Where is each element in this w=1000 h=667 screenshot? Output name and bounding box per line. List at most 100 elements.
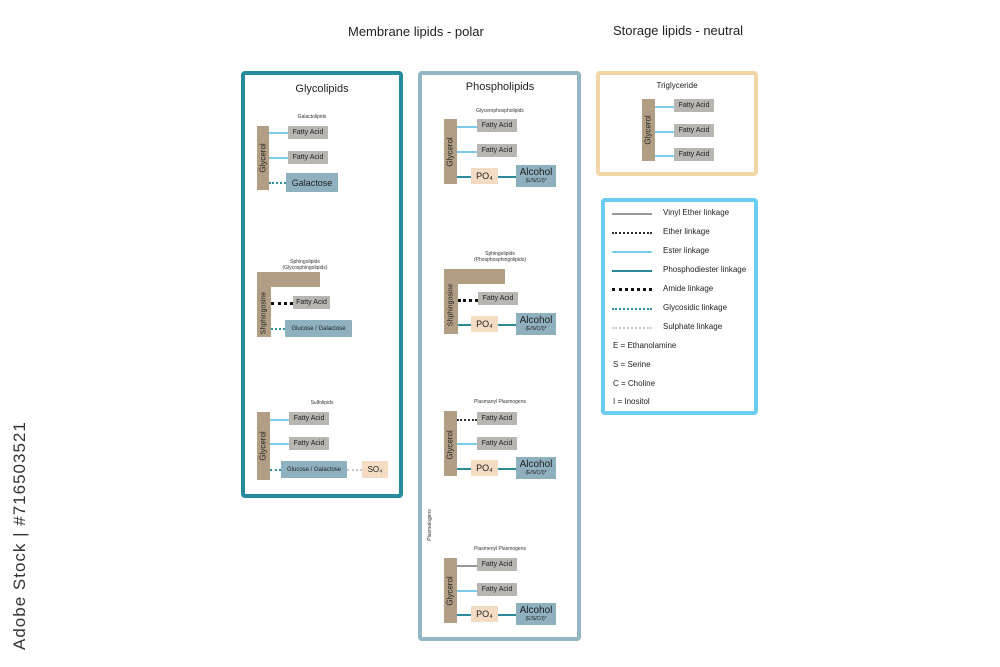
sulphate-linkage (347, 469, 362, 471)
glycosphingolipids-subtitle: (Glycosphingolipids) (282, 265, 328, 271)
fatty-acid-box: Fatty Acid (674, 148, 714, 161)
legend-inositol: I = Inositol (613, 397, 650, 406)
alcohol-subtitle: (E/S/C/I)* (525, 326, 547, 332)
alcohol-subtitle: (E/S/C/I)* (525, 178, 547, 184)
sphingosine-label: Shphingosine (260, 291, 268, 335)
triglyceride-title: Triglyceride (656, 81, 698, 90)
legend-phosphodiester-swatch (612, 270, 652, 272)
fatty-acid-box: Fatty Acid (477, 558, 517, 571)
glycerophospholipids-title: Glycerophospholipids (476, 108, 524, 114)
glyco-sphingolipids-title: Sphingolipids (Glycosphingolipids) (282, 259, 327, 271)
storage-lipids-header: Storage lipids - neutral (613, 23, 744, 38)
phosphodiester-linkage (498, 614, 516, 616)
ester-linkage (457, 126, 477, 128)
amide-linkage (271, 302, 293, 305)
po4-box: PO₄ (471, 460, 498, 476)
alcohol-box: Alcohol (E/S/C/I)* (516, 603, 556, 625)
glycerol-backbone (257, 412, 270, 480)
legend-ether-label: Ether linkage (663, 227, 710, 236)
fatty-acid-box: Fatty Acid (477, 437, 517, 450)
glycosidic-linkage (269, 182, 286, 184)
so4-box: SO₄ (362, 461, 388, 478)
po4-box: PO₄ (471, 606, 498, 622)
po4-box: PO₄ (471, 168, 498, 184)
glycerol-label: Glycerol (445, 576, 455, 606)
fatty-acid-box: Fatty Acid (477, 144, 517, 157)
phosphodiester-linkage (498, 324, 516, 326)
phosphodiester-linkage (498, 468, 516, 470)
sphingosine-top-bar (444, 269, 505, 284)
legend-phosphodiester-label: Phosphodiester linkage (663, 265, 747, 274)
fatty-acid-box: Fatty Acid (674, 99, 714, 112)
legend-glycosidic-label: Glycosidic linkage (663, 303, 728, 312)
fatty-acid-box: Fatty Acid (477, 412, 517, 425)
glycerol-label: Glycerol (445, 137, 455, 167)
ester-linkage (655, 106, 674, 108)
ester-linkage (270, 419, 289, 421)
legend-vinyl-swatch (612, 213, 652, 215)
fatty-acid-box: Fatty Acid (674, 124, 714, 137)
alcohol-label: Alcohol (519, 459, 553, 470)
glycerol-backbone (444, 119, 457, 184)
galactolipids-title: Galactolipids (297, 114, 327, 120)
alcohol-label: Alcohol (519, 167, 553, 178)
phospho-sphingolipids-title: Sphingolipids (Phosphosphingolipids) (474, 251, 526, 263)
ester-linkage (457, 443, 477, 445)
fatty-acid-box: Fatty Acid (477, 119, 517, 132)
ester-linkage (655, 131, 674, 133)
ester-linkage (269, 157, 288, 159)
glycerol-backbone (642, 99, 655, 161)
glycerol-backbone (444, 558, 457, 623)
amide-linkage (458, 299, 478, 302)
phosphosphingolipids-subtitle: (Phosphosphingolipids) (474, 257, 526, 263)
legend-amide-label: Amide linkage (663, 284, 714, 293)
glycolipids-panel (241, 71, 403, 498)
legend-panel (601, 198, 758, 415)
legend-ester-label: Ester linkage (663, 246, 710, 255)
ether-linkage (457, 419, 477, 421)
sphingolipids-title: Sphingolipids (290, 259, 320, 265)
glycerol-label: Glycerol (643, 115, 653, 145)
membrane-lipids-header: Membrane lipids - polar (348, 24, 484, 39)
alcohol-label: Alcohol (519, 315, 553, 326)
fatty-acid-box: Fatty Acid (478, 292, 518, 305)
legend-sulphate-swatch (612, 327, 652, 329)
vinyl-ether-linkage (457, 565, 477, 567)
plasmenyl-title: Plasmenyl Plasmogens (474, 546, 526, 552)
glucose-galactose-box: Glucose / Galactose (285, 320, 352, 337)
sphingosine-backbone (257, 272, 271, 337)
ester-linkage (269, 132, 288, 134)
glucose-galactose-box: Glucose / Galactose (281, 461, 347, 478)
legend-ether-swatch (612, 232, 652, 234)
ester-linkage (457, 590, 477, 592)
glycerol-backbone (444, 411, 457, 476)
glycerol-backbone (257, 126, 269, 190)
glycerol-label: Glycerol (445, 430, 455, 460)
glycolipids-title: Glycolipids (295, 83, 349, 95)
legend-ester-swatch (612, 251, 652, 253)
fatty-acid-box: Fatty Acid (288, 151, 328, 164)
alcohol-subtitle: (E/S/C/I)* (525, 470, 547, 476)
fatty-acid-box: Fatty Acid (288, 126, 328, 139)
phosphodiester-linkage (498, 176, 516, 178)
glycerol-label: Glycerol (258, 143, 268, 173)
alcohol-label: Alcohol (519, 605, 553, 616)
adobe-stock-watermark: Adobe Stock | #716503521 (10, 421, 29, 650)
glycerol-label: Glycerol (258, 431, 268, 461)
ester-linkage (655, 155, 674, 157)
alcohol-box: Alcohol (E/S/C/I)* (516, 457, 556, 479)
sphingolipids-title: Sphingolipids (485, 251, 515, 257)
phosphodiester-linkage (457, 468, 471, 470)
ester-linkage (270, 443, 289, 445)
fatty-acid-box: Fatty Acid (289, 412, 329, 425)
po4-box: PO₄ (471, 316, 498, 332)
legend-vinyl-label: Vinyl Ether linkage (663, 208, 730, 217)
sphingosine-top-bar (257, 272, 320, 287)
glycosidic-linkage (271, 328, 285, 330)
phosphodiester-linkage (458, 324, 471, 326)
triglyceride-panel (596, 71, 758, 176)
sphingosine-backbone (444, 269, 458, 334)
phosphodiester-linkage (457, 614, 471, 616)
alcohol-subtitle: (E/S/C/I)* (525, 616, 547, 622)
legend-serine: S = Serine (613, 360, 651, 369)
